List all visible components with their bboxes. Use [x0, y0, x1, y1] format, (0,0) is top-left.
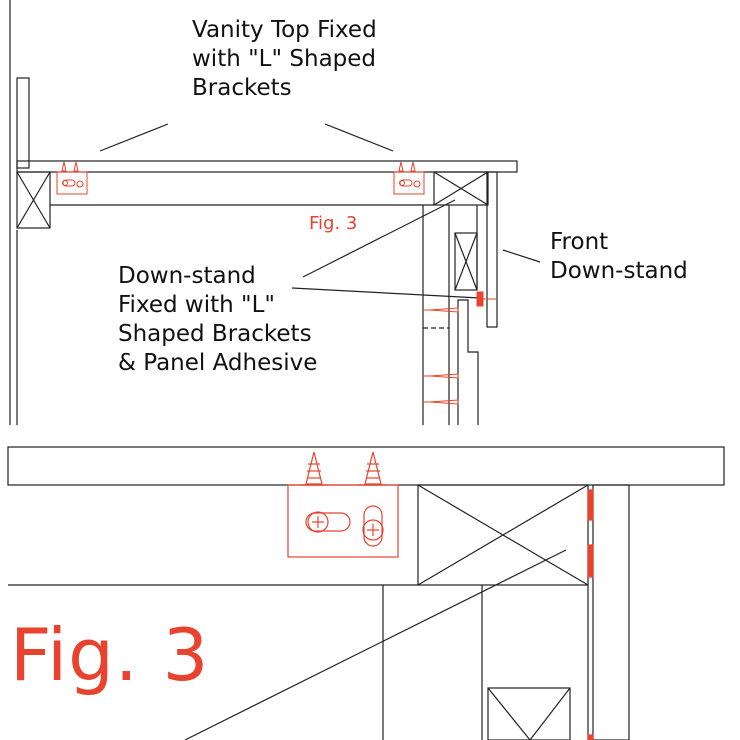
screw-head-right [362, 519, 384, 541]
screw-large-b [364, 451, 382, 485]
front-batten [433, 171, 489, 206]
leader-vanity-left [99, 123, 169, 152]
label-vanity-top-line2: with "L" Shaped [192, 46, 377, 72]
cabinet-door [457, 299, 479, 425]
bracket-left [56, 171, 88, 195]
label-downstand-fixed: Down-stand Fixed with "L" Shaped Bracket… [118, 262, 317, 378]
front-downstand-panel [486, 171, 498, 328]
rear-batten [16, 171, 51, 229]
downstand-mark-1 [587, 489, 594, 521]
label-downstand-fixed-line2: Fixed with "L" [118, 292, 275, 318]
wall-cap [16, 77, 30, 169]
figure-label-small: Fig. 3 [309, 213, 358, 234]
label-vanity-top-line3: Brackets [192, 75, 292, 101]
screw-head-left [307, 511, 329, 533]
label-downstand-fixed-line1: Down-stand [118, 263, 256, 289]
label-front-downstand-line2: Down-stand [550, 258, 688, 284]
side-screw-3 [429, 399, 459, 405]
leader-front [502, 249, 541, 263]
bottom-brackets [287, 451, 594, 740]
label-front-downstand-line1: Front [550, 229, 609, 255]
label-vanity-top-line1: Vanity Top Fixed [192, 17, 377, 43]
screw-large-a [305, 451, 323, 485]
label-downstand-fixed-line4: & Panel Adhesive [118, 350, 318, 376]
screw-right-b [410, 161, 416, 172]
top-detail [9, 0, 541, 425]
screw-right-a [398, 161, 404, 172]
slot-horizontal [305, 512, 351, 532]
leader-downstand-2 [291, 287, 481, 299]
small-batten [454, 232, 478, 291]
label-vanity-top: Vanity Top Fixed with "L" Shaped Bracket… [192, 16, 377, 103]
figure-label-large: Fig. 3 [10, 613, 210, 697]
screw-left-a [61, 161, 67, 172]
bottom-detail [7, 446, 725, 740]
screw-left-b [73, 161, 79, 172]
leader-large [184, 549, 567, 740]
downstand-mark-2 [587, 544, 594, 578]
side-screw-2 [429, 373, 459, 379]
bracket-large [287, 484, 399, 558]
top-brackets [56, 161, 497, 405]
downstand-mark-3 [587, 734, 594, 740]
front-downstand-large [592, 484, 630, 740]
label-downstand-fixed-line3: Shaped Brackets [118, 321, 312, 347]
leader-vanity-right [324, 123, 394, 152]
side-screw-1 [429, 307, 459, 313]
front-batten-large [417, 484, 589, 586]
vanity-top [16, 160, 518, 173]
lower-batten-large [487, 687, 571, 740]
leader-downstand-1 [302, 199, 456, 278]
bracket-right [393, 171, 425, 195]
label-front-downstand: Front Down-stand [550, 228, 688, 286]
